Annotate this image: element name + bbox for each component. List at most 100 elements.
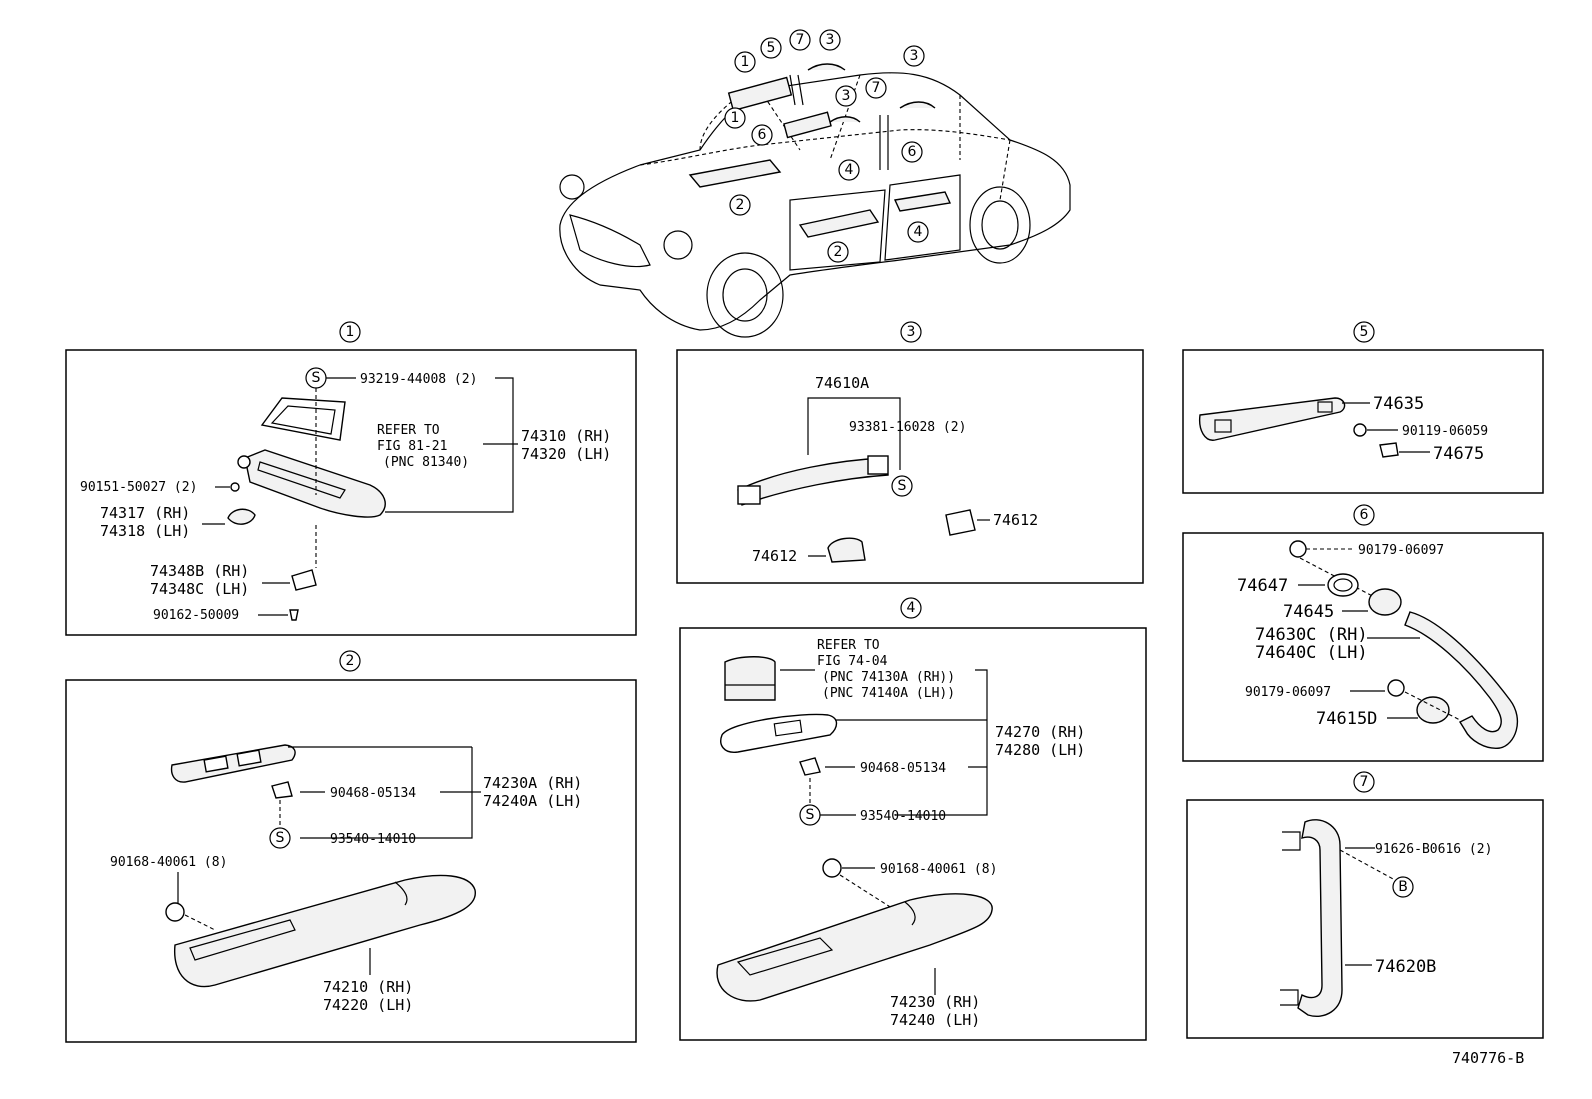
s6-grip-rh: 74630C (RH) [1255, 625, 1368, 645]
car-illustration [559, 63, 1071, 338]
s4-panel-lh: 74280 (LH) [995, 741, 1085, 759]
cover-cap-1 [945, 509, 976, 536]
section-4-number: 4 [907, 600, 916, 616]
s1-bracket-rh: 74348B (RH) [150, 562, 249, 580]
s3-cap1-label: 74612 [993, 511, 1038, 529]
car-callout-circle [751, 124, 773, 146]
car-callout-circle [760, 37, 782, 59]
s5-screw-label: 90119-06059 [1402, 424, 1488, 439]
switch-panel [170, 744, 296, 783]
s2-screw-label: 93540-14010 [330, 832, 416, 847]
car-callout-number: 3 [842, 88, 851, 104]
s2-arm-lh: 74220 (LH) [323, 996, 413, 1014]
car-callout-number: 1 [731, 110, 740, 126]
room-lamp [1198, 397, 1346, 441]
s6-nut2-label: 90179-06097 [1245, 685, 1331, 700]
section-3-number: 3 [907, 324, 916, 340]
s1-bolt-label: 90151-50027 (2) [80, 480, 197, 495]
car-callout-circle [734, 51, 756, 73]
car-callout-number: 1 [741, 54, 750, 70]
car-callouts: 1 5 7 3 3 1 6 3 7 4 6 2 2 4 [724, 29, 929, 263]
car-callout-number: 7 [872, 80, 881, 96]
s2-bolt-label: 90168-40061 (8) [110, 855, 227, 870]
s4-bolt-label: 90168-40061 (8) [880, 862, 997, 877]
car-callout-number: 4 [845, 162, 854, 178]
s4-refer-2: FIG 74-04 [817, 654, 888, 669]
car-callout-number: 2 [834, 244, 843, 260]
s4-screw-label: 93540-14010 [860, 809, 946, 824]
s2-clip-label: 90468-05134 [330, 786, 416, 801]
vanity-mirror-frame [260, 397, 346, 441]
s6-base-label: 74645 [1283, 602, 1334, 622]
section-6: 6 90179-06097 74647 74645 74630C (RH) 74… [1182, 504, 1544, 762]
s1-refer-3: (PNC 81340) [383, 455, 469, 470]
s1-holder-lh: 74318 (LH) [100, 522, 190, 540]
section-1-number: 1 [346, 324, 355, 340]
section-2-number: 2 [346, 653, 355, 669]
s3-cap2-label: 74612 [752, 547, 797, 565]
car-callout-number: 7 [796, 32, 805, 48]
s1-visor-rh: 74310 (RH) [521, 427, 611, 445]
section-4: 4 REFER TO FIG 74-04 (PNC 74130A (RH)) (… [679, 597, 1147, 1041]
assist-grip-6 [1404, 611, 1519, 749]
s1-s-mark: S [312, 370, 321, 386]
s3-grip-label: 74610A [815, 374, 869, 392]
armrest-4 [716, 893, 993, 1002]
section-6-number: 6 [1360, 507, 1369, 523]
s1-refer-2: FIG 81-21 [377, 439, 447, 454]
s4-panel-rh: 74270 (RH) [995, 723, 1085, 741]
s4-refer-1: REFER TO [817, 638, 880, 653]
s4-clip-label: 90468-05134 [860, 761, 946, 776]
s6-nut1-label: 90179-06097 [1358, 543, 1444, 558]
car-callout-number: 6 [758, 127, 767, 143]
visor-bracket [291, 569, 317, 591]
s7-b-mark: B [1398, 879, 1408, 895]
car-callout-number: 5 [767, 40, 776, 56]
car-callout-number: 3 [826, 32, 835, 48]
s3-s-mark: S [898, 478, 907, 494]
lamp-cap [1379, 442, 1399, 458]
car-callout-circle [903, 45, 925, 67]
car-callout-circle [838, 159, 860, 181]
section-5: 5 74635 90119-06059 74675 [1182, 321, 1544, 494]
section-5-number: 5 [1360, 324, 1369, 340]
section-1-marker [339, 321, 361, 343]
visor-holder [227, 508, 256, 525]
s6-base2-label: 74615D [1316, 709, 1377, 729]
assist-grip-7 [1297, 819, 1343, 1017]
car-callout-number: 2 [736, 197, 745, 213]
s2-s-mark: S [276, 830, 285, 846]
s1-bracket-lh: 74348C (LH) [150, 580, 249, 598]
section-1: 1 S 93219-44008 (2) REFER TO FIG 81-21 (… [65, 321, 637, 636]
car-callout-circle [907, 221, 929, 243]
section-2: 2 74230A (RH) 74240A (LH) 90468-05134 S … [65, 650, 637, 1043]
car-callout-circle [865, 77, 887, 99]
diagram-id: 740776-B [1452, 1049, 1524, 1067]
car-callout-circle [724, 107, 746, 129]
car-callout-circle [901, 141, 923, 163]
s1-holder-rh: 74317 (RH) [100, 504, 190, 522]
s1-screw-label: 93219-44008 (2) [360, 372, 477, 387]
car-callout-number: 6 [908, 144, 917, 160]
s5-cap-label: 74675 [1433, 444, 1484, 464]
section-7-number: 7 [1360, 774, 1369, 790]
s4-arm-lh: 74240 (LH) [890, 1011, 980, 1029]
car-callout-circle [819, 29, 841, 51]
s2-arm-rh: 74210 (RH) [323, 978, 413, 996]
s2-panel-lh: 74240A (LH) [483, 792, 582, 810]
section-3: 3 74610A 93381-16028 (2) S 74612 74612 [676, 321, 1144, 584]
car-callout-circle [827, 241, 849, 263]
s4-refer-4: (PNC 74140A (LH)) [822, 686, 955, 701]
sun-visor [244, 449, 386, 518]
s5-lamp-label: 74635 [1373, 394, 1424, 414]
s6-washer-label: 74647 [1237, 576, 1288, 596]
car-callout-circle [835, 85, 857, 107]
s1-screw2-label: 90162-50009 [153, 608, 239, 623]
s6-grip-lh: 74640C (LH) [1255, 643, 1368, 663]
armrest-2 [174, 874, 476, 988]
s7-bolt-label: 91626-B0616 (2) [1375, 842, 1492, 857]
section-7: 7 91626-B0616 (2) B 74620B [1186, 771, 1544, 1039]
car-callout-number: 3 [910, 48, 919, 64]
car-callout-number: 4 [914, 224, 923, 240]
s1-refer-1: REFER TO [377, 423, 440, 438]
